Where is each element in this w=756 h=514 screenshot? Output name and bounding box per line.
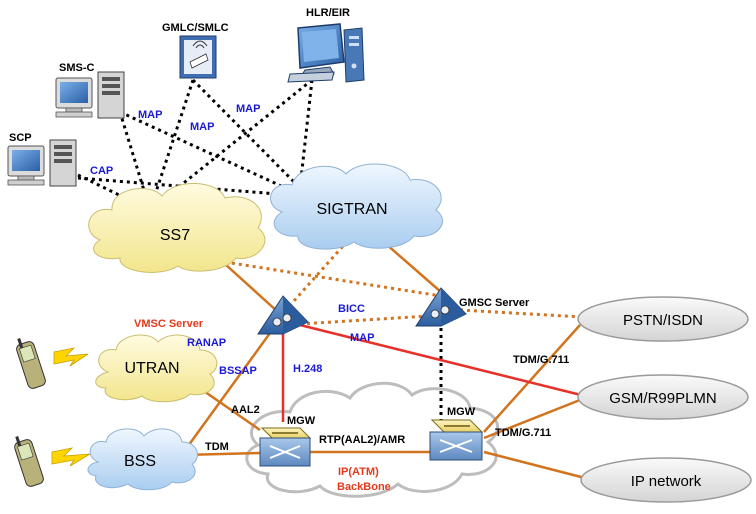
server-icon: [49, 139, 77, 187]
cap-label: CAP: [90, 165, 113, 177]
lightning-icon: [53, 347, 89, 367]
server-icon: [97, 71, 125, 119]
server-icon: [343, 27, 365, 83]
bss-label: BSS: [124, 453, 156, 470]
gmsc-server-icon: [415, 287, 467, 327]
orange-dotted-links: [224, 234, 601, 326]
computer-icon: [7, 145, 45, 186]
red-links: [281, 322, 586, 422]
map-label-1: MAP: [138, 109, 162, 121]
scp-node: SCP: [7, 132, 77, 187]
mgw-left-label: MGW: [287, 415, 316, 427]
ip-backbone-cloud: [245, 381, 500, 498]
gsm-plmn-label: GSM/R99PLMN: [609, 390, 717, 407]
server-icon: [179, 35, 217, 79]
scp-label: SCP: [9, 132, 32, 144]
mgw-switch-icon: [429, 419, 484, 461]
backbone-label-line1: IP(ATM): [338, 466, 379, 478]
smsc-node: SMS-C: [55, 62, 125, 119]
computer-icon: [287, 23, 345, 83]
h248-label: H.248: [293, 363, 322, 375]
gmlc-label: GMLC/SMLC: [162, 22, 229, 34]
mgw-switch-icon: [259, 427, 312, 467]
mgw-right-label: MGW: [447, 406, 476, 418]
map-label-3: MAP: [236, 103, 260, 115]
phone-icon: [16, 338, 46, 389]
rtp-label: RTP(AAL2)/AMR: [319, 434, 405, 446]
hlr-label: HLR/EIR: [306, 7, 350, 19]
sigtran-cloud: SIGTRAN: [270, 163, 443, 250]
bss-phone: [14, 436, 91, 487]
tdm-bss-label: TDM: [205, 441, 229, 453]
lightning-icon: [51, 447, 91, 467]
ss7-cloud: SS7: [88, 183, 266, 273]
ranap-label: RANAP: [187, 337, 226, 349]
vmsc-server-icon: [257, 295, 309, 335]
gmlc-node: GMLC/SMLC: [162, 22, 229, 79]
tdm-g711-label-a: TDM/G.711: [513, 354, 569, 366]
hlr-node: HLR/EIR: [287, 7, 365, 83]
mgw-left-node: MGW: [259, 415, 316, 467]
utran-label: UTRAN: [124, 360, 179, 377]
gsm-plmn-oval: GSM/R99PLMN: [577, 374, 749, 420]
ip-network-oval: IP network: [580, 457, 752, 503]
computer-icon: [55, 77, 93, 118]
vmsc-label: VMSC Server: [134, 318, 204, 330]
aal2-label: AAL2: [231, 404, 260, 416]
ip-network-label: IP network: [631, 473, 702, 490]
phone-icon: [14, 436, 44, 487]
gmsc-label: GMSC Server: [459, 297, 530, 309]
bssap-label: BSSAP: [219, 365, 257, 377]
sigtran-label: SIGTRAN: [316, 201, 387, 218]
tdm-g711-label-b: TDM/G.711: [495, 427, 551, 439]
utran-phone: [16, 338, 89, 389]
pstn-isdn-label: PSTN/ISDN: [623, 312, 703, 329]
bicc-label: BICC: [338, 303, 365, 315]
mgw-right-node: MGW: [429, 406, 484, 461]
smsc-label: SMS-C: [59, 62, 95, 74]
map-label-2: MAP: [190, 121, 214, 133]
backbone-label-line2: BackBone: [337, 481, 391, 493]
orange-links: [181, 229, 586, 480]
bss-cloud: BSS: [87, 428, 198, 491]
utran-cloud: UTRAN: [95, 334, 218, 403]
map-vmsc-label: MAP: [350, 332, 374, 344]
pstn-isdn-oval: PSTN/ISDN: [577, 296, 749, 342]
ss7-label: SS7: [160, 227, 190, 244]
